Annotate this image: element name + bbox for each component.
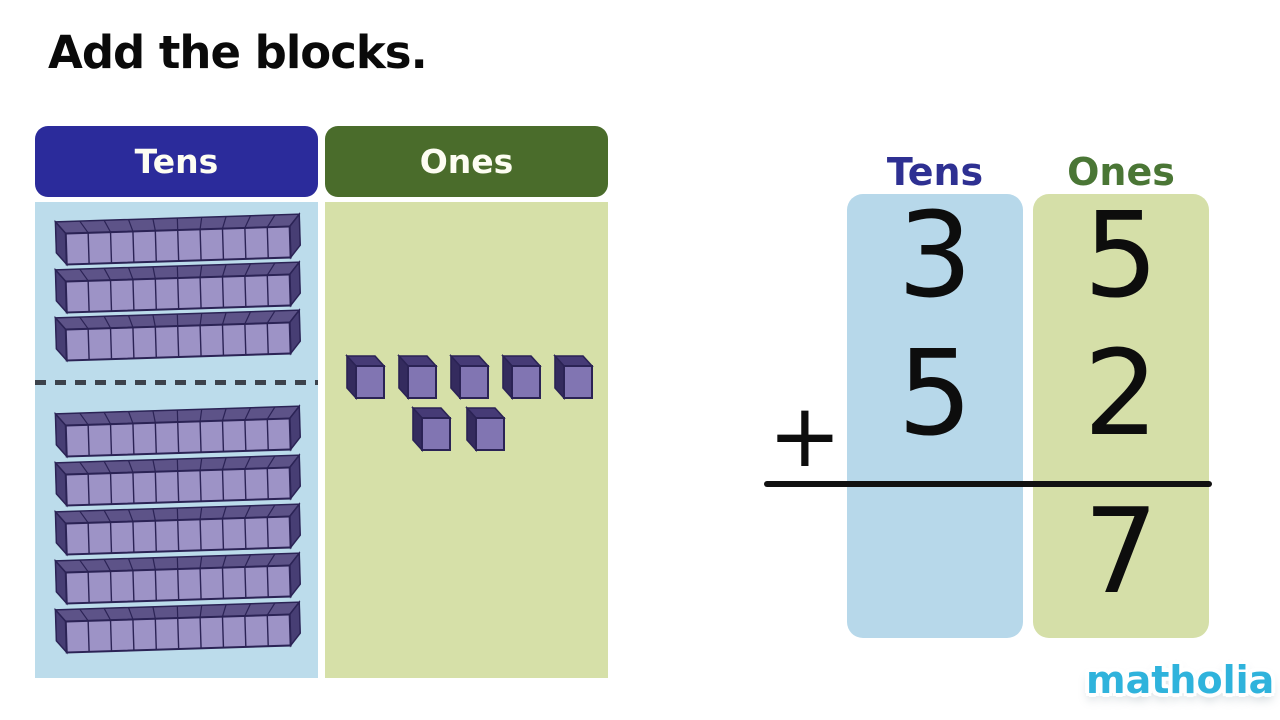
addend1-ones-digit: 5 [1083, 186, 1159, 324]
one-cube [411, 405, 453, 453]
tens-column-header: Tens [35, 126, 318, 197]
addition-tens-label: Tens [886, 150, 984, 194]
answer-ones-digit: 7 [1083, 482, 1159, 620]
ten-rod [53, 212, 301, 267]
ten-rod [53, 502, 301, 557]
ones-place-strip [1033, 194, 1209, 638]
addend2-ones-digit: 2 [1083, 324, 1159, 462]
ones-header-label: Ones [419, 142, 514, 181]
tens-place-strip [847, 194, 1023, 638]
one-cube [397, 353, 439, 401]
regroup-dashed-line [35, 380, 318, 385]
page-title: Add the blocks. [48, 26, 428, 79]
ten-rod [53, 453, 301, 508]
plus-operator: + [768, 384, 842, 487]
tens-column [35, 202, 318, 678]
ten-rod [53, 600, 301, 655]
ten-rod [53, 260, 301, 315]
ones-column [325, 202, 608, 678]
one-cube [553, 353, 595, 401]
ones-column-header: Ones [325, 126, 608, 197]
one-cube [501, 353, 543, 401]
one-cube [465, 405, 507, 453]
addition-ones-label: Ones [1067, 150, 1175, 194]
one-cube [345, 353, 387, 401]
addend2-tens-digit: 5 [897, 324, 973, 462]
equals-line [764, 481, 1212, 487]
ten-rod [53, 404, 301, 459]
ten-rod [53, 551, 301, 606]
matholia-logo: matholia [1086, 658, 1275, 702]
tens-header-label: Tens [134, 142, 219, 181]
one-cube [449, 353, 491, 401]
addend1-tens-digit: 3 [897, 186, 973, 324]
ten-rod [53, 308, 301, 363]
